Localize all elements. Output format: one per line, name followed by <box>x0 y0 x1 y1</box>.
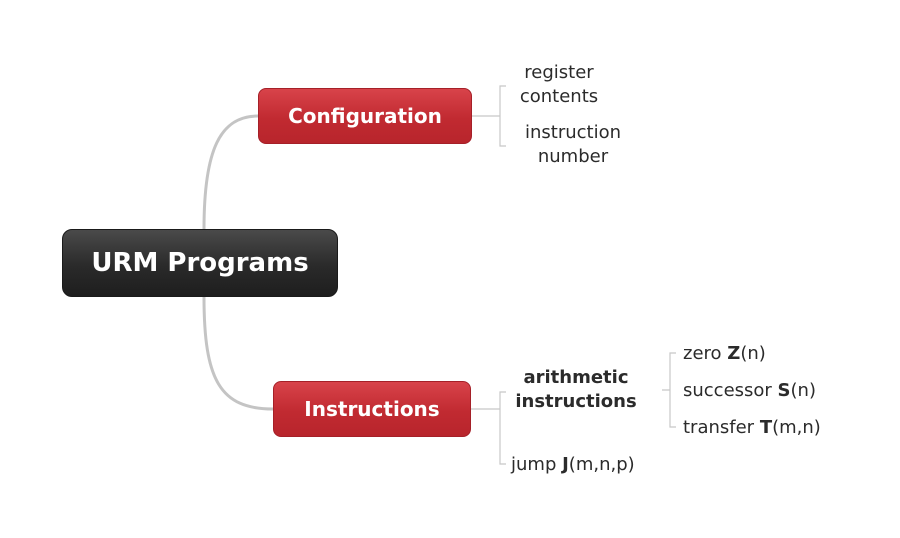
arithmetic-line2: instructions <box>515 391 637 412</box>
instructions-label: Instructions <box>304 397 440 421</box>
zero-instruction-node[interactable]: zero Z(n) <box>683 342 766 366</box>
configuration-label: Configuration <box>288 104 442 128</box>
transfer-text: transfer <box>683 417 760 438</box>
jump-symbol: J <box>562 454 569 475</box>
register-contents-line1: register <box>524 62 594 83</box>
instruction-number-node[interactable]: instruction number <box>512 121 634 169</box>
zero-symbol: Z <box>727 343 741 364</box>
register-contents-node[interactable]: register contents <box>508 61 610 109</box>
register-contents-line2: contents <box>519 86 599 107</box>
instruction-number-line2: number <box>537 146 609 167</box>
jump-text: jump <box>511 454 563 475</box>
transfer-instruction-node[interactable]: transfer T(m,n) <box>683 416 821 440</box>
arithmetic-bracket <box>662 352 676 428</box>
configuration-node[interactable]: Configuration <box>258 88 472 144</box>
successor-symbol: S <box>777 380 791 401</box>
jump-args: (m,n,p) <box>568 454 635 475</box>
zero-text: zero <box>683 343 728 364</box>
transfer-symbol: T <box>759 417 773 438</box>
successor-instruction-node[interactable]: successor S(n) <box>683 379 816 403</box>
root-to-configuration-link <box>202 114 259 230</box>
successor-text: successor <box>683 380 778 401</box>
transfer-args: (m,n) <box>772 417 821 438</box>
successor-args: (n) <box>790 380 816 401</box>
instructions-bracket <box>471 391 506 465</box>
root-node[interactable]: URM Programs <box>62 229 338 297</box>
jump-instruction-node[interactable]: jump J(m,n,p) <box>511 453 635 477</box>
arithmetic-line1: arithmetic <box>523 367 629 388</box>
root-label: URM Programs <box>91 248 309 278</box>
instruction-number-line1: instruction <box>524 122 622 143</box>
zero-args: (n) <box>740 343 766 364</box>
instructions-node[interactable]: Instructions <box>273 381 471 437</box>
configuration-bracket <box>472 85 506 147</box>
root-to-instructions-link <box>202 296 274 411</box>
arithmetic-instructions-node[interactable]: arithmetic instructions <box>504 366 648 414</box>
